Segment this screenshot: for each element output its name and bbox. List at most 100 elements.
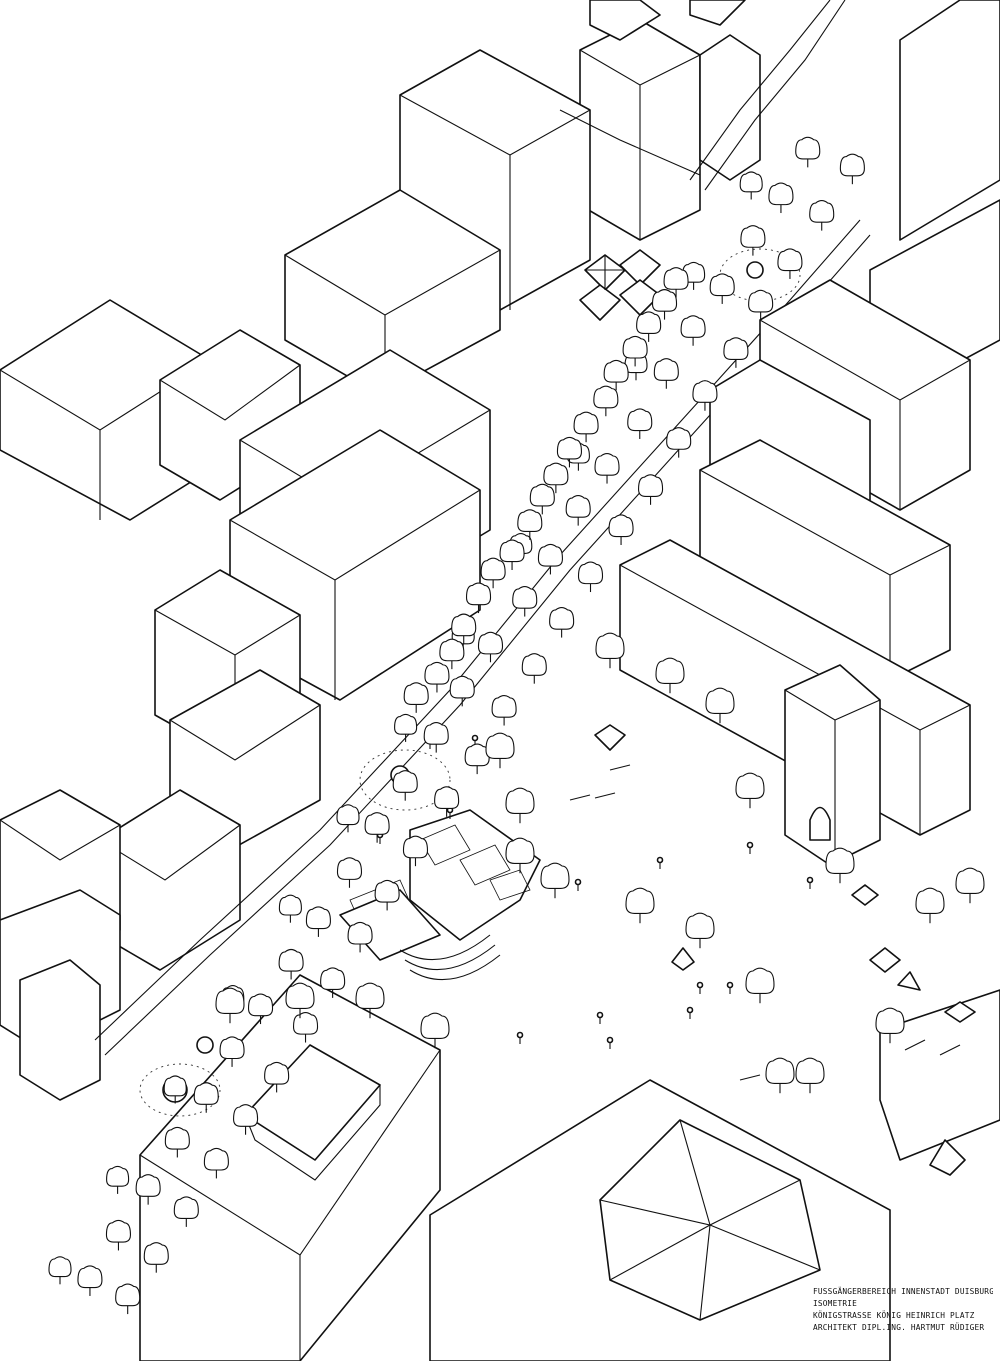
tree-icon (777, 248, 803, 279)
tree-icon (685, 912, 715, 949)
tree-icon (285, 982, 315, 1019)
tree-icon (477, 631, 504, 663)
tree-icon (115, 1283, 141, 1315)
tree-icon (809, 200, 835, 231)
tree-icon (595, 632, 625, 669)
tree-icon (465, 582, 492, 614)
trees (48, 136, 985, 1315)
tree-icon (740, 225, 766, 256)
tree-icon (499, 539, 525, 571)
tree-icon (748, 289, 774, 321)
tree-icon (491, 694, 517, 726)
tree-icon (374, 879, 400, 911)
tree-icon (705, 687, 735, 724)
tree-icon (105, 1219, 132, 1251)
tree-icon (106, 1165, 130, 1194)
market-stalls (579, 249, 661, 321)
tree-icon (193, 1082, 219, 1113)
lamp-post-icon (746, 841, 754, 854)
tree-icon (765, 1057, 795, 1094)
plaza-objects (569, 724, 976, 1176)
tree-icon (424, 661, 450, 693)
tree-icon (512, 586, 538, 617)
tree-icon (653, 358, 679, 389)
tree-icon (420, 1012, 450, 1049)
tree-icon (549, 607, 575, 638)
buildings-south (139, 974, 1000, 1361)
tree-icon (768, 182, 794, 214)
tree-icon (485, 732, 515, 769)
title-line-project: FUSSGÄNGERBEREICH INNENSTADT DUISBURG (813, 1287, 993, 1296)
tree-icon (692, 380, 718, 411)
tree-icon (247, 993, 274, 1025)
tree-icon (521, 653, 547, 684)
tree-icon (451, 613, 477, 645)
title-line-drawing-type: ISOMETRIE (813, 1299, 858, 1308)
tree-icon (305, 906, 331, 937)
tree-icon (875, 1007, 905, 1044)
lamp-post-icon (606, 1036, 614, 1049)
tree-icon (625, 887, 655, 924)
tree-icon (543, 462, 569, 494)
tree-icon (402, 835, 429, 867)
lamp-post-icon (574, 878, 582, 891)
tree-icon (336, 857, 363, 888)
title-line-architect: ARCHITEKT DIPL.ING. HARTMUT RÜDIGER (813, 1323, 985, 1332)
tree-icon (336, 804, 360, 833)
tree-icon (394, 713, 418, 742)
tree-icon (203, 1147, 229, 1179)
tree-icon (505, 837, 535, 874)
tree-icon (135, 1174, 161, 1205)
buildings-northwest (0, 0, 761, 1101)
tree-icon (173, 1196, 199, 1227)
tree-icon (745, 967, 775, 1004)
lamp-post-icon (516, 1031, 524, 1044)
tree-icon (577, 561, 604, 593)
tree-icon (449, 675, 475, 707)
tree-icon (517, 509, 543, 540)
tree-icon (723, 337, 749, 368)
tree-icon (666, 427, 692, 458)
buildings-southeast (619, 0, 1000, 866)
tree-icon (556, 436, 583, 468)
tree-icon (663, 267, 689, 298)
tree-icon (825, 847, 855, 884)
tree-icon (215, 987, 245, 1024)
tree-icon (651, 289, 678, 320)
lamp-post-icon (686, 1006, 694, 1019)
glass-pavilion (339, 809, 541, 981)
tree-icon (735, 772, 765, 809)
lamp-post-icon (596, 1011, 604, 1024)
tree-icon (434, 786, 460, 817)
tree-icon (637, 474, 664, 505)
tree-icon (565, 495, 591, 526)
tree-icon (48, 1256, 72, 1285)
tree-icon (355, 982, 385, 1019)
tree-icon (655, 657, 685, 694)
title-line-location: KÖNIGSTRASSE KÖNIG HEINRICH PLATZ (813, 1311, 975, 1320)
tree-icon (403, 682, 429, 713)
tree-icon (680, 315, 706, 346)
tree-icon (709, 273, 735, 304)
lamp-post-icon (806, 876, 814, 889)
tree-icon (540, 862, 570, 899)
tree-icon (839, 153, 865, 185)
tree-icon (278, 894, 302, 923)
tree-icon (627, 408, 653, 439)
tree-icon (480, 557, 506, 589)
tree-icon (739, 171, 763, 200)
tree-icon (795, 136, 821, 168)
tree-icon (593, 385, 619, 417)
lamp-post-icon (656, 856, 664, 869)
tree-icon (219, 1036, 245, 1067)
tree-icon (347, 921, 373, 953)
lamp-post-icon (696, 981, 704, 994)
tree-icon (278, 948, 304, 980)
tree-icon (163, 1075, 187, 1104)
tree-icon (622, 335, 648, 367)
tree-icon (77, 1265, 103, 1296)
tree-icon (233, 1104, 259, 1135)
tree-icon (955, 867, 985, 904)
tree-icon (573, 411, 599, 443)
